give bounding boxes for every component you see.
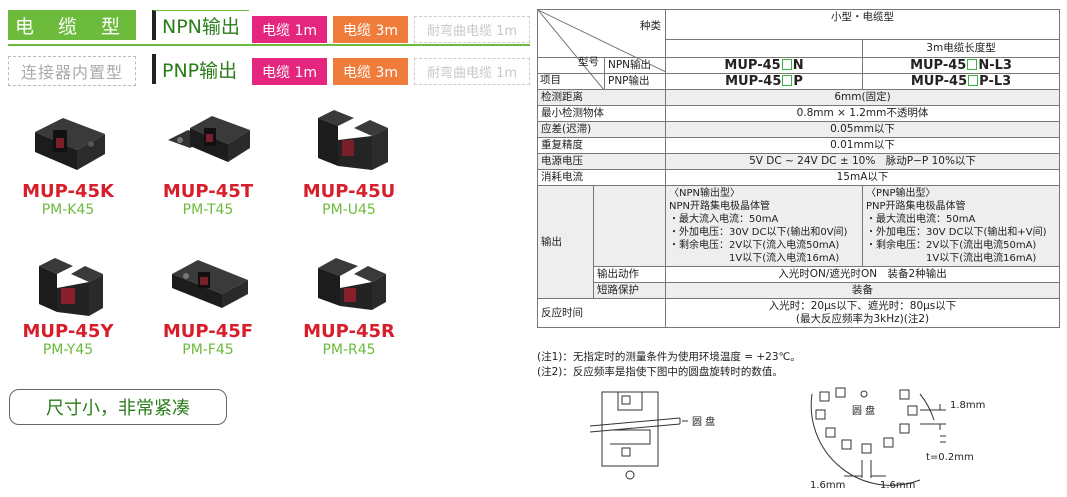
product-model: MUP-45F (162, 321, 254, 342)
product-sub: PM-R45 (322, 342, 376, 358)
response-value: 入光时：20μs以下、遮光时：80μs以下 (最大反应频率为3kHz)(注2) (665, 298, 1061, 328)
row-label: 重复精度 (536, 137, 667, 154)
option-flex-cable-pnp[interactable]: 耐弯曲电缆 1m (414, 58, 530, 85)
row-label: 消耗电流 (536, 169, 667, 186)
type-chip-connector[interactable]: 连接器内置型 (8, 56, 136, 86)
output-chip-npn[interactable]: NPN输出 (152, 10, 249, 40)
dim-1-6mm-left: 1.6mm (810, 480, 845, 491)
note-1: (注1)：无指定时的测量条件为使用环境温度 = +23℃。 (537, 351, 801, 363)
row-label: 电源电压 (536, 153, 667, 170)
row-label: 应差(迟滞) (536, 121, 667, 138)
product-sub: PM-U45 (322, 202, 376, 218)
product-model: MUP-45T (162, 181, 254, 202)
row-label: 检测距离 (536, 89, 667, 106)
row-value: 0.01mm以下 (665, 137, 1061, 154)
sensor-f-image (172, 260, 248, 308)
product-model: MUP-45Y (22, 321, 114, 342)
output-chip-pnp[interactable]: PNP输出 (152, 54, 249, 84)
output-spacer (592, 185, 667, 267)
sensor-outline (590, 391, 688, 480)
dim-t-0-2mm: t=0.2mm (926, 452, 974, 463)
disk-label-left: 圆 盘 (692, 415, 715, 428)
row-value: 6mm(固定) (665, 89, 1061, 106)
row-value: 0.8mm × 1.2mm不透明体 (665, 105, 1061, 122)
output-action-value: 入光时ON/遮光时ON 装备2种输出 (665, 266, 1061, 283)
product-mup-45f[interactable]: MUP-45F PM-F45 (148, 244, 268, 358)
row-value: 15mA以下 (665, 169, 1061, 186)
option-cable-3m-npn[interactable]: 电缆 3m (333, 16, 408, 43)
type-chip-cable[interactable]: 电 缆 型 (8, 10, 136, 40)
option-cable-3m-pnp[interactable]: 电缆 3m (333, 58, 408, 85)
option-flex-cable-npn[interactable]: 耐弯曲电缆 1m (414, 16, 530, 43)
product-mup-45t[interactable]: MUP-45T PM-T45 (148, 104, 268, 218)
header-item: 项目 (540, 74, 561, 86)
sensor-r-image (318, 258, 386, 310)
sensor-t-image (168, 116, 250, 162)
disk-drawing (810, 387, 946, 486)
product-model: MUP-45R (303, 321, 395, 342)
note-2: (注2)：反应频率是指使下图中的圆盘旋转时的数值。 (537, 366, 783, 378)
dim-1-8mm: 1.8mm (950, 400, 985, 411)
label-pnp: PNP输出 (603, 73, 667, 90)
output-label: 输出 (537, 185, 594, 299)
product-mup-45u[interactable]: MUP-45U PM-U45 (289, 100, 409, 218)
sensor-u-image (318, 110, 388, 170)
option-cable-1m-pnp[interactable]: 电缆 1m (252, 58, 327, 85)
product-mup-45r[interactable]: MUP-45R PM-R45 (289, 244, 409, 358)
row-1-underline (8, 44, 530, 46)
header-kind: 种类 (640, 20, 662, 32)
product-model: MUP-45U (302, 181, 396, 202)
response-value-2: (最大反应频率为3kHz)(注2) (795, 313, 930, 325)
header-group: 小型・电缆型 (665, 9, 1061, 40)
output-action-label: 输出动作 (592, 266, 667, 283)
option-cable-1m-npn[interactable]: 电缆 1m (252, 16, 327, 43)
notes: (注1)：无指定时的测量条件为使用环境温度 = +23℃。 (注2)：反应频率是… (537, 350, 801, 380)
diagonal-lines (538, 10, 666, 90)
test-diagram: 圆 盘 圆 盘 1.8mm t=0.2mm 1.6mm 1.6mm (590, 387, 985, 491)
product-mup-45y[interactable]: MUP-45Y PM-Y45 (8, 244, 128, 358)
product-sub: PM-K45 (41, 202, 95, 218)
header-model: 型号 (578, 56, 599, 68)
short-circuit-value: 装备 (665, 282, 1061, 299)
header-diagonal-cell: 种类 型号 项目 (536, 9, 667, 90)
product-sub: PM-F45 (182, 342, 234, 358)
header-cable-length: 3m电缆长度型 (862, 39, 1061, 58)
output-npn-spec: 〈NPN输出型〉 NPN开路集电极晶体管 ・最大流入电流：50mA ・外加电压：… (665, 185, 864, 267)
sensor-y-image (39, 258, 103, 316)
product-sub: PM-Y45 (42, 342, 94, 358)
response-label: 反应时间 (536, 298, 667, 328)
header-blank (665, 39, 864, 58)
sensor-k-image (35, 118, 105, 170)
row-value: 0.05mm以下 (665, 121, 1061, 138)
product-sub: PM-T45 (182, 202, 234, 218)
response-value-1: 入光时：20μs以下、遮光时：80μs以下 (768, 300, 957, 312)
disk-label-right: 圆 盘 (852, 404, 875, 417)
row-label: 最小检测物体 (536, 105, 667, 122)
dim-1-6mm-right: 1.6mm (880, 480, 915, 491)
row-value: 5V DC ~ 24V DC ± 10% 脉动P−P 10%以下 (665, 153, 1061, 170)
product-mup-45k[interactable]: MUP-45K PM-K45 (8, 104, 128, 218)
feature-badge: 尺寸小，非常紧凑 (9, 389, 227, 425)
product-model: MUP-45K (22, 181, 114, 202)
short-circuit-label: 短路保护 (592, 282, 667, 299)
output-pnp-spec: 〈PNP输出型〉 PNP开路集电极晶体管 ・最大流出电流：50mA ・外加电压：… (862, 185, 1061, 267)
